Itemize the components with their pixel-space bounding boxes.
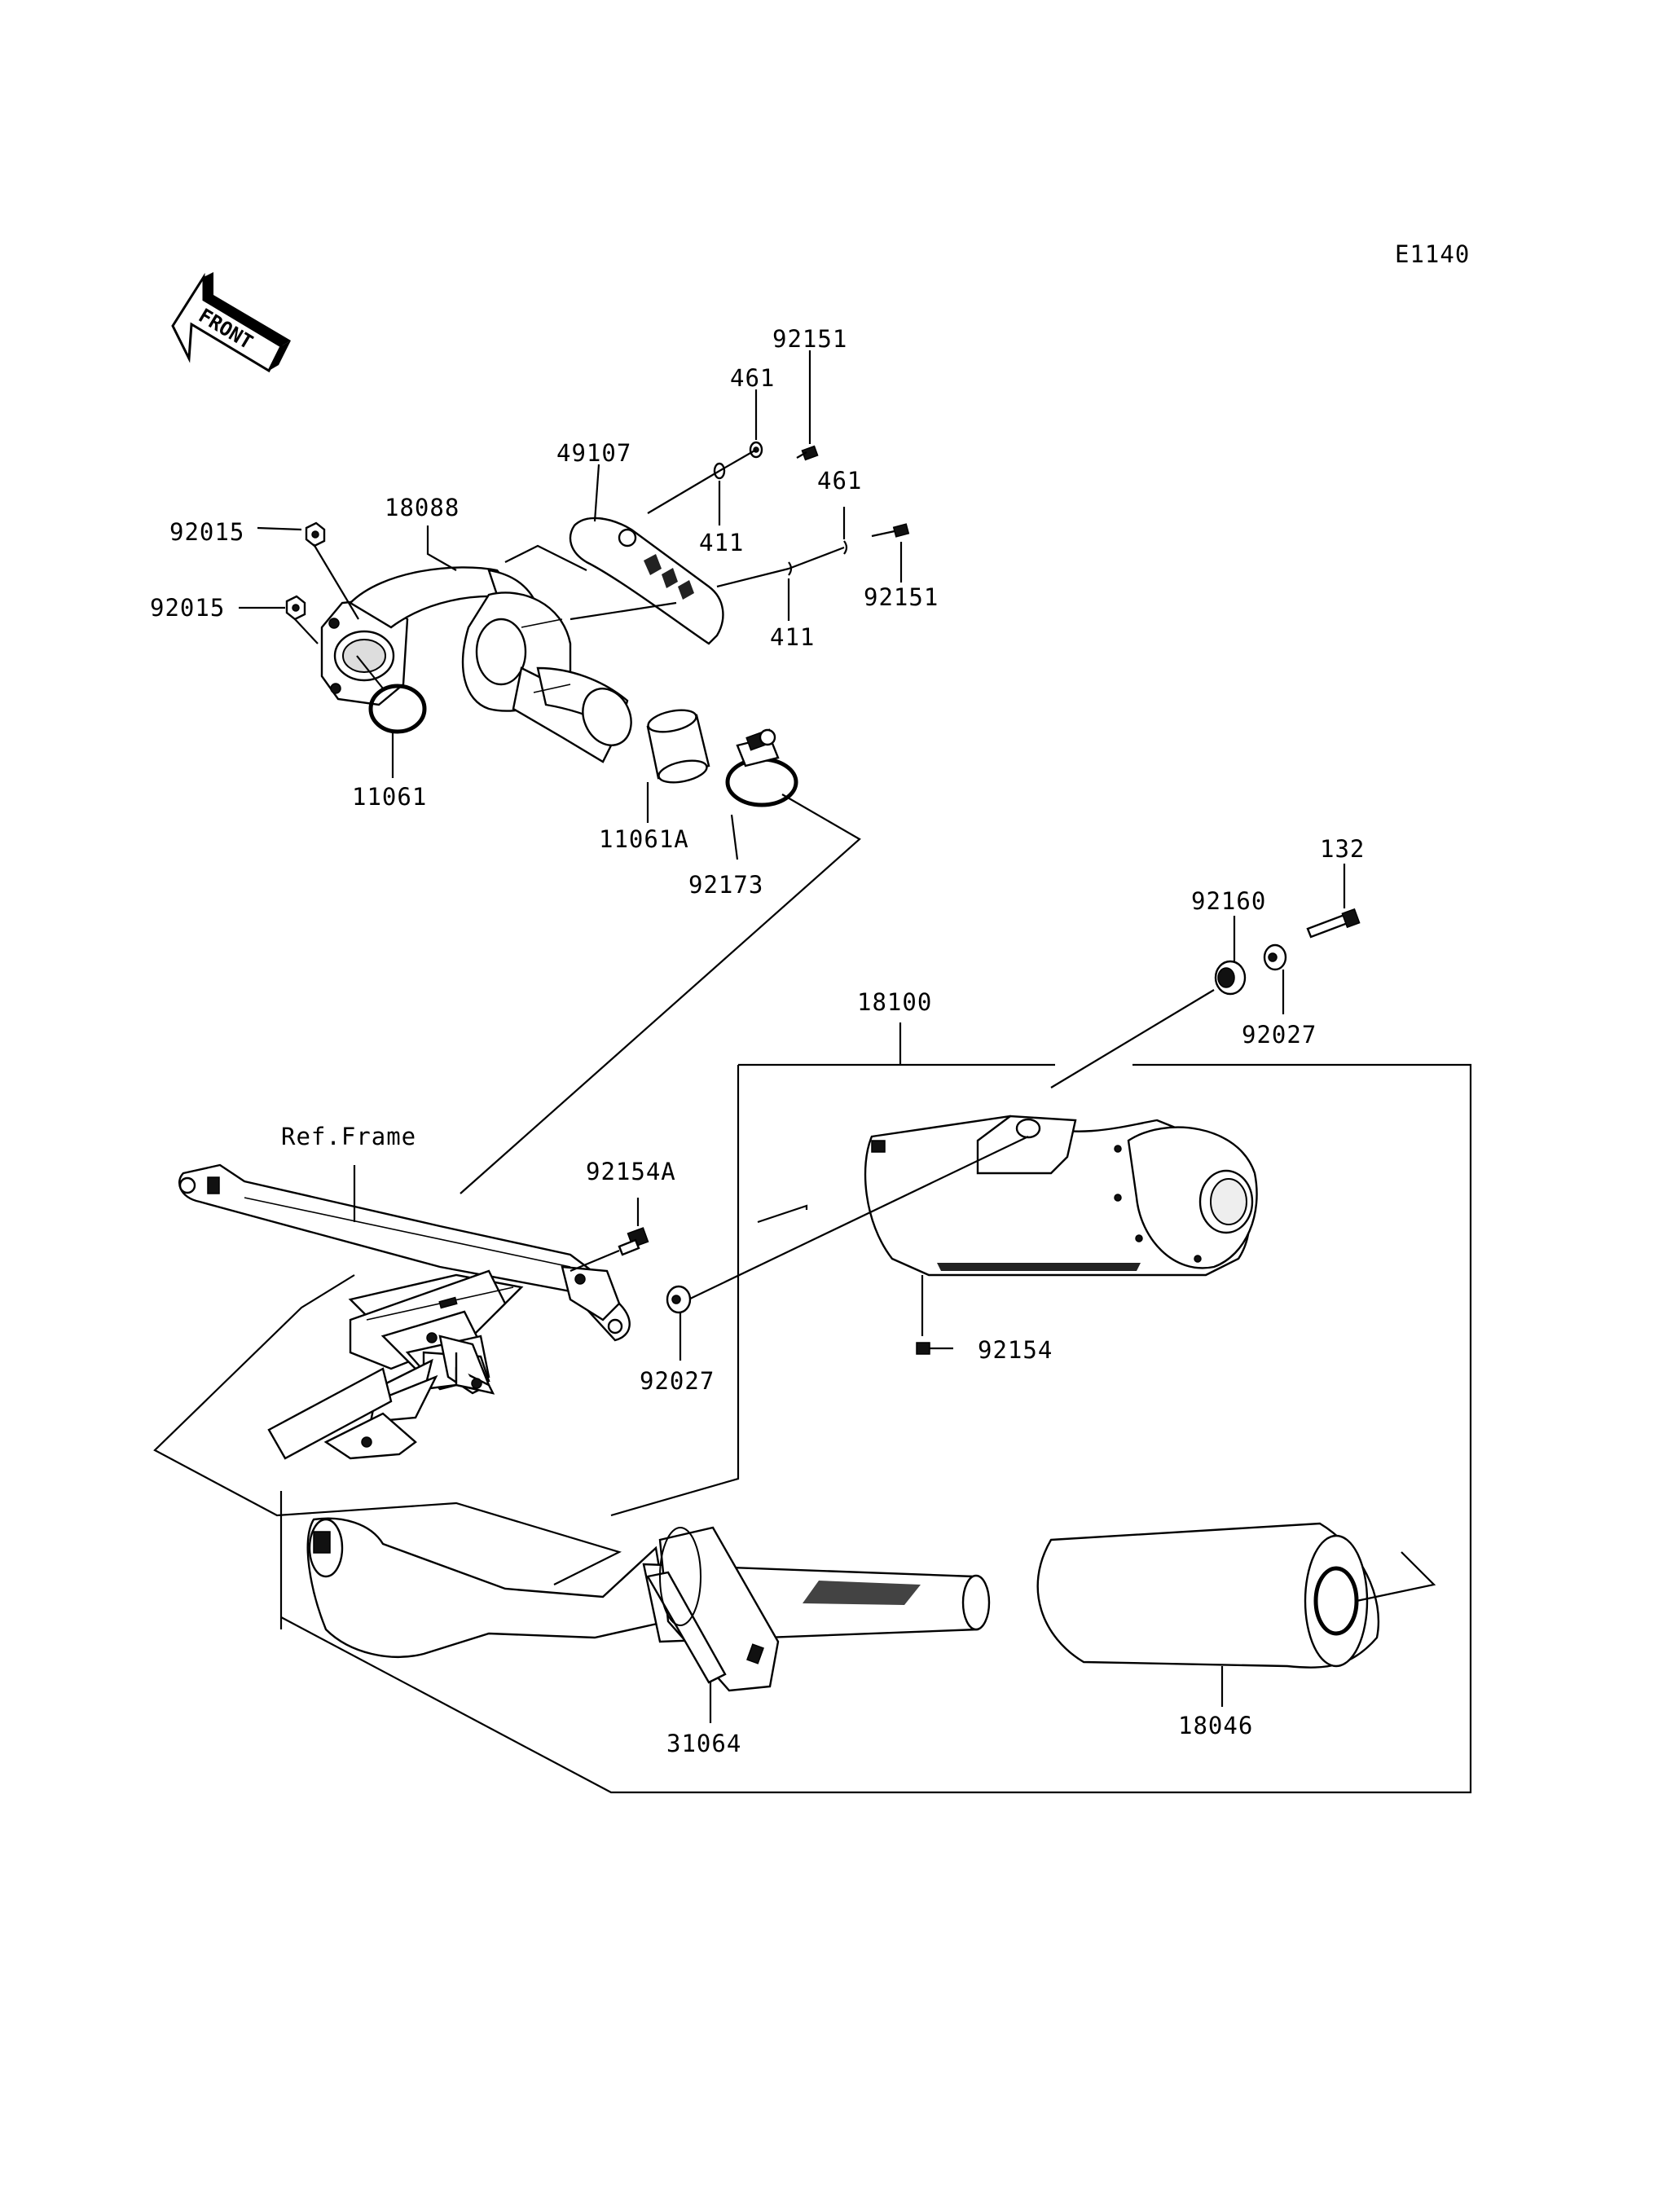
callout-92173: 92173 [688, 871, 763, 899]
callout-92154A: 92154A [586, 1158, 676, 1185]
bolt-92151-top [796, 445, 819, 461]
callout-461-top: 461 [730, 364, 775, 392]
upper-leaders [239, 350, 903, 1194]
callout-411-bottom: 411 [770, 623, 815, 651]
nut-92015-top [305, 521, 326, 547]
outer-shell-18046 [1036, 1522, 1436, 1669]
baffle-pipe-31064 [306, 1517, 991, 1692]
callout-18088: 18088 [385, 494, 460, 521]
collar-92027-right [1263, 943, 1287, 971]
callout-92151-top: 92151 [772, 325, 847, 353]
callout-11061: 11061 [352, 783, 427, 811]
clamp-92173 [725, 728, 798, 807]
callout-92151-right: 92151 [864, 583, 939, 611]
bolt-92151-right [871, 523, 910, 538]
callout-ref-frame: Ref.Frame [281, 1123, 416, 1150]
callout-92154: 92154 [978, 1336, 1053, 1364]
ref-frame [153, 1163, 631, 1585]
callout-92027-left: 92027 [640, 1367, 715, 1395]
muffler-box-18100 [280, 1022, 1472, 1794]
callout-31064: 31064 [666, 1730, 741, 1757]
collar-92027-left [666, 1285, 692, 1314]
bolt-92154 [916, 1275, 953, 1355]
grommet-92160 [1214, 960, 1247, 996]
header-pipe-18088 [320, 566, 632, 763]
callout-411-top: 411 [699, 529, 744, 556]
callout-92015-bottom: 92015 [150, 594, 225, 622]
callout-18046: 18046 [1178, 1712, 1253, 1739]
callout-11061A: 11061A [599, 825, 689, 853]
callout-labels: 92151 461 49107 411 461 92151 411 18088 … [150, 325, 1365, 1757]
callout-18100: 18100 [857, 988, 932, 1016]
callout-461-right: 461 [817, 467, 862, 495]
heat-shield-49107 [504, 517, 724, 645]
callout-92015-top: 92015 [169, 518, 244, 546]
sleeve-11061A [646, 709, 710, 784]
callout-92160: 92160 [1191, 887, 1266, 915]
callout-132: 132 [1320, 835, 1365, 863]
silencer-18100 [864, 1115, 1258, 1277]
front-arrow-icon: FRONT [171, 272, 291, 373]
callout-92027-right: 92027 [1242, 1021, 1317, 1049]
leader-mount-top [1050, 989, 1215, 1088]
bolt-92154A [570, 1198, 649, 1273]
leader-mount-mid [688, 1136, 1029, 1300]
arrow-indicator-icon [757, 1204, 808, 1224]
nut-92015-bottom [285, 595, 306, 621]
bolt-132 [1306, 908, 1361, 939]
diagram-code: E1140 [1395, 240, 1470, 268]
callout-49107: 49107 [556, 439, 631, 467]
washer-461-right [843, 540, 848, 555]
gasket-11061 [368, 684, 427, 734]
